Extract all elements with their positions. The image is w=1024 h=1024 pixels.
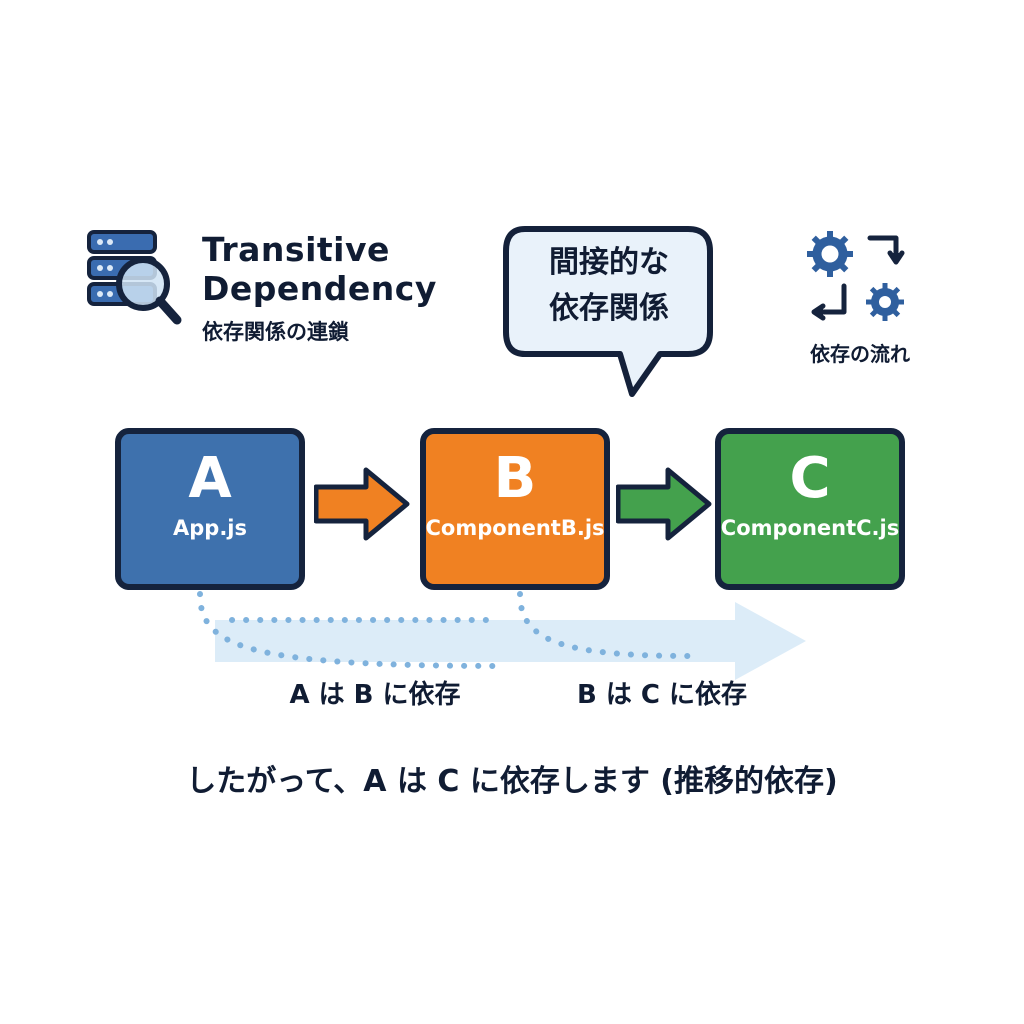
node-c-letter: C [789, 446, 831, 511]
arrow-a-to-b [313, 466, 410, 542]
transitive-dependency-arrow [150, 560, 850, 710]
page-subtitle: 依存関係の連鎖 [202, 320, 349, 344]
node-a-letter: A [188, 446, 232, 511]
node-a-file: App.js [173, 516, 247, 540]
flow-label: 依存の流れ [810, 342, 910, 366]
node-b: B ComponentB.js [420, 428, 610, 590]
page-title-line1: Transitive [202, 230, 390, 269]
node-b-letter: B [493, 446, 537, 511]
speech-bubble-text: 間接的な 依存関係 [503, 240, 715, 332]
page-title-line2: Dependency [202, 269, 437, 308]
label-a-depends-b: A は B に依存 [289, 680, 461, 710]
node-c-file: ComponentC.js [720, 516, 900, 540]
gears-flow-icon [800, 224, 918, 334]
title-block: Transitive Dependency 依存関係の連鎖 [202, 230, 502, 346]
conclusion-text: したがって、A は C に依存します (推移的依存) [186, 764, 838, 799]
node-c: C ComponentC.js [715, 428, 905, 590]
speech-bubble-line1: 間接的な [549, 245, 669, 280]
speech-bubble: 間接的な 依存関係 [503, 226, 715, 402]
node-a: A App.js [115, 428, 305, 590]
node-b-file: ComponentB.js [425, 516, 605, 540]
label-b-depends-c: B は C に依存 [576, 680, 748, 710]
arrow-b-to-c [615, 466, 712, 542]
database-search-icon [85, 226, 185, 346]
speech-bubble-line2: 依存関係 [549, 291, 669, 326]
